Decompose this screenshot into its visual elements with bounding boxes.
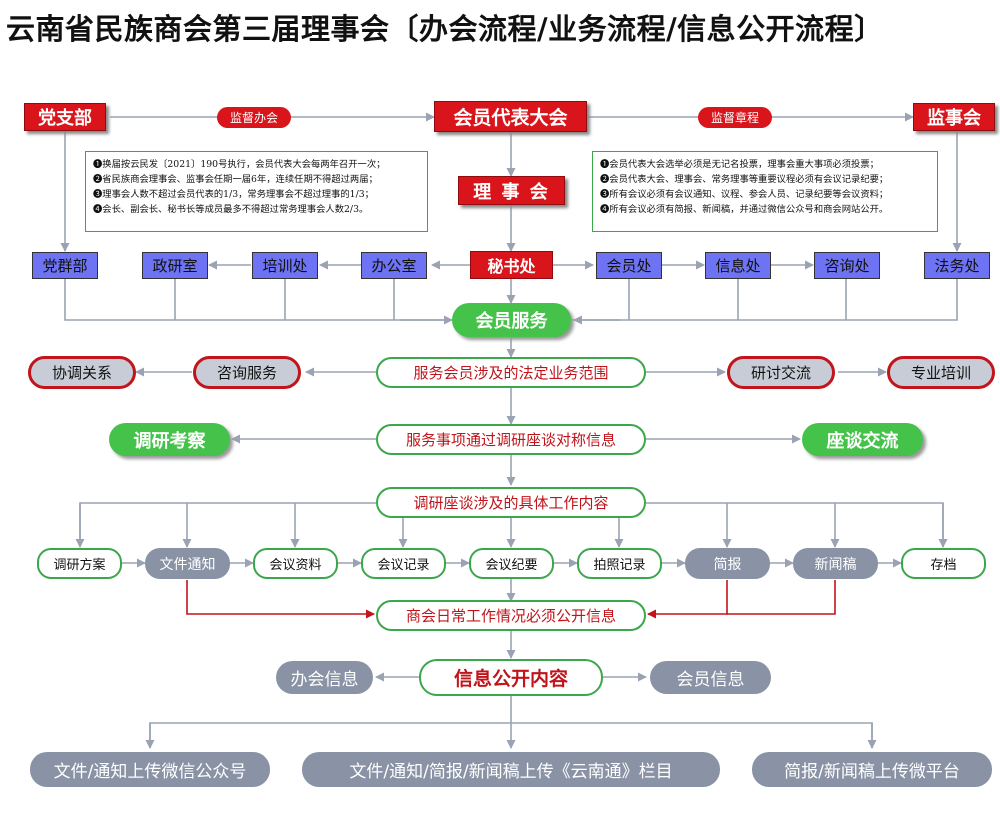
disclosure-content-box: 信息公开内容 bbox=[419, 659, 603, 696]
item-press-release: 新闻稿 bbox=[793, 548, 878, 579]
item-research-plan: 调研方案 bbox=[37, 548, 122, 579]
dept-legal: 法务处 bbox=[924, 252, 990, 279]
member-info-box: 会员信息 bbox=[650, 661, 771, 694]
dept-office: 办公室 bbox=[361, 252, 427, 279]
item-document-notice: 文件通知 bbox=[145, 548, 230, 579]
item-photo-record: 拍照记录 bbox=[577, 548, 662, 579]
supervisory-board-box: 监事会 bbox=[913, 103, 995, 131]
dept-party-masses: 党群部 bbox=[32, 252, 98, 279]
dept-member: 会员处 bbox=[596, 252, 662, 279]
channel-yunnantong: 文件/通知/简报/新闻稿上传《云南通》栏目 bbox=[302, 752, 720, 787]
note-right-line: ❷会员代表大会、理事会、常务理事等重要议程必须有会议记录纪要； bbox=[600, 174, 889, 185]
dept-secretariat: 秘书处 bbox=[470, 251, 553, 279]
item-meeting-materials: 会议资料 bbox=[253, 548, 338, 579]
dept-policy-research: 政研室 bbox=[142, 252, 208, 279]
note-left-line: ❸理事会人数不超过会员代表的1/3，常务理事会不超过理事的1/3； bbox=[93, 189, 374, 200]
specific-work-box: 调研座谈涉及的具体工作内容 bbox=[376, 487, 646, 518]
legal-scope-box: 服务会员涉及的法定业务范围 bbox=[376, 357, 646, 388]
professional-training: 专业培训 bbox=[887, 356, 995, 389]
channel-wechat-account: 文件/通知上传微信公众号 bbox=[30, 752, 270, 787]
coordinate-relations: 协调关系 bbox=[28, 356, 136, 389]
dept-training: 培训处 bbox=[252, 252, 318, 279]
note-left-line: ❷省民族商会理事会、监事会任期一届6年，连续任期不得超过两届； bbox=[93, 174, 378, 185]
member-service-box: 会员服务 bbox=[452, 303, 571, 337]
item-brief: 简报 bbox=[685, 548, 770, 579]
page-title: 云南省民族商会第三届理事会〔办会流程/业务流程/信息公开流程〕 bbox=[6, 12, 884, 46]
note-right: ❶会员代表大会选举必须是无记名投票，理事会重大事项必须投票； ❷会员代表大会、理… bbox=[592, 151, 938, 232]
note-right-line: ❹所有会议必须有简报、新闻稿，并通过微信公众号和商会网站公开。 bbox=[600, 204, 889, 215]
note-right-line: ❸所有会议必须有会议通知、议程、参会人员、记录纪要等会议资料； bbox=[600, 189, 889, 200]
symmetric-info-box: 服务事项通过调研座谈对称信息 bbox=[376, 424, 646, 455]
member-assembly-box: 会员代表大会 bbox=[434, 101, 587, 132]
meeting-info-box: 办会信息 bbox=[276, 661, 373, 694]
consulting-service: 咨询服务 bbox=[193, 356, 301, 389]
note-left-line: ❶换届按云民发〔2021〕190号执行，会员代表大会每两年召开一次； bbox=[93, 159, 386, 170]
dept-consulting: 咨询处 bbox=[814, 252, 880, 279]
item-meeting-record: 会议记录 bbox=[361, 548, 446, 579]
must-disclose-box: 商会日常工作情况必须公开信息 bbox=[376, 600, 646, 631]
supervise-meeting-label: 监督办会 bbox=[217, 107, 291, 128]
channel-micro-platform: 简报/新闻稿上传微平台 bbox=[752, 752, 992, 787]
item-meeting-minutes: 会议纪要 bbox=[469, 548, 554, 579]
dept-information: 信息处 bbox=[705, 252, 771, 279]
council-box: 理 事 会 bbox=[458, 176, 565, 205]
note-right-line: ❶会员代表大会选举必须是无记名投票，理事会重大事项必须投票； bbox=[600, 159, 879, 170]
seminar-exchange: 研讨交流 bbox=[727, 356, 835, 389]
research-inspection: 调研考察 bbox=[109, 423, 230, 456]
symposium-exchange: 座谈交流 bbox=[802, 423, 923, 456]
note-left-line: ❹会长、副会长、秘书长等成员最多不得超过常务理事会人数2/3。 bbox=[93, 204, 369, 215]
note-left: ❶换届按云民发〔2021〕190号执行，会员代表大会每两年召开一次； ❷省民族商… bbox=[85, 151, 428, 232]
item-archive: 存档 bbox=[901, 548, 986, 579]
supervise-charter-label: 监督章程 bbox=[698, 107, 772, 128]
party-branch-box: 党支部 bbox=[24, 103, 106, 131]
